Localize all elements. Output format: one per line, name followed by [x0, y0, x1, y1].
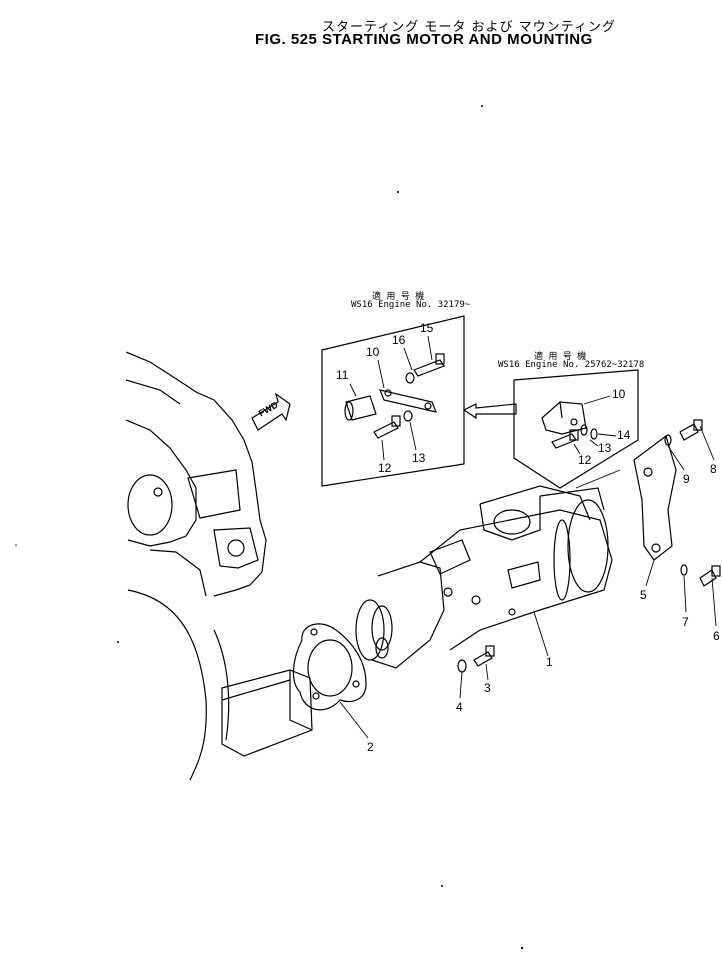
callout-7: 7 — [682, 615, 689, 629]
callout-5: 5 — [640, 588, 647, 602]
callout-10-inset-a: 10 — [366, 345, 380, 359]
bolt-part-8 — [679, 419, 703, 441]
callout-9: 9 — [683, 472, 690, 486]
gasket-part-2 — [292, 623, 367, 711]
leader-lines — [339, 425, 717, 739]
bracket-part-5 — [633, 435, 677, 561]
bolt-part-3 — [473, 645, 495, 667]
inset-a-leaders — [349, 335, 433, 461]
callout-2: 2 — [367, 740, 374, 754]
callout-10-inset-b: 10 — [612, 387, 626, 401]
washer-part-9 — [664, 434, 672, 446]
callout-13-inset-a: 13 — [412, 451, 426, 465]
callout-11: 11 — [336, 368, 349, 382]
inset-a-applicability-jp: 適 用 号 機 — [372, 292, 425, 302]
figure-title: FIG. 525 STARTING MOTOR AND MOUNTING — [255, 31, 593, 48]
callout-6: 6 — [713, 629, 720, 643]
inset-b-leaders — [573, 395, 617, 455]
figure-title-japanese: スターティング モータ および マウンティング — [322, 20, 616, 35]
inset-b-engine-caption: WS16 Engine No. 25762~32178 — [498, 360, 645, 370]
inset-transition-arrow — [462, 403, 517, 420]
callout-14: 14 — [617, 428, 631, 442]
callout-12-inset-b: 12 — [578, 453, 592, 467]
inset-a-engine-caption: WS16 Engine No. 32179~ — [351, 300, 471, 310]
washer-part-4 — [457, 659, 467, 673]
starting-motor-part-1 — [355, 485, 613, 669]
callout-8: 8 — [710, 462, 717, 476]
inset-panel-a — [321, 315, 465, 487]
callout-4: 4 — [456, 700, 463, 714]
callout-12-inset-a: 12 — [378, 461, 392, 475]
inset-b-applicability-jp: 適 用 号 機 — [534, 352, 587, 362]
callout-16: 16 — [392, 333, 406, 347]
callout-1: 1 — [546, 655, 553, 669]
bolt-part-6 — [699, 565, 721, 587]
washer-part-7 — [680, 564, 688, 576]
callout-15: 15 — [420, 321, 434, 335]
inset-panel-b — [513, 369, 639, 489]
callout-3: 3 — [484, 681, 491, 695]
callout-13-inset-b: 13 — [598, 441, 612, 455]
fwd-arrow — [251, 392, 291, 431]
engine-block — [125, 351, 313, 781]
scan-specks — [15, 105, 524, 950]
